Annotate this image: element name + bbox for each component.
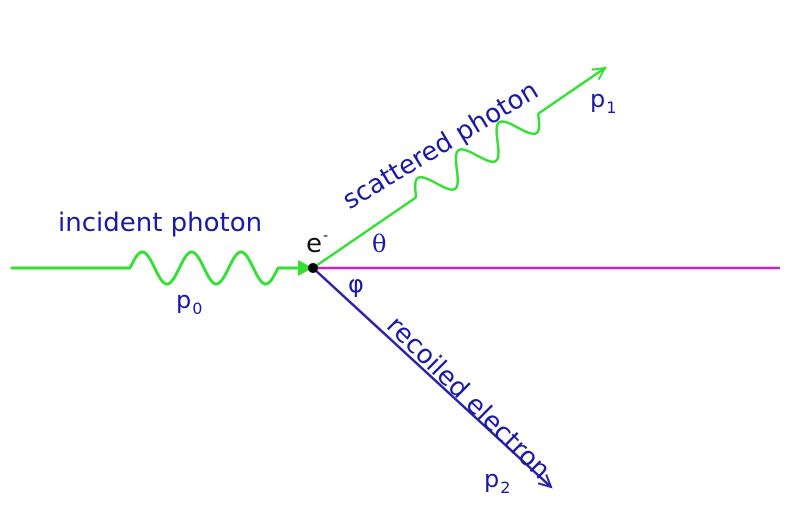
electron-symbol: e	[306, 229, 322, 259]
p0-subscript: 0	[192, 299, 203, 318]
p1-momentum-label: p1	[590, 87, 616, 116]
scattered-photon-wave	[311, 66, 607, 270]
incident-photon-wave	[10, 250, 302, 286]
recoiled-arrowhead	[537, 474, 553, 489]
p2-base: p	[484, 465, 500, 493]
electron-symbol-label: e-	[306, 229, 328, 257]
electron-vertex-dot	[308, 263, 318, 273]
phi-angle-label: φ	[348, 270, 364, 298]
recoiled-electron-line	[312, 267, 552, 488]
p2-subscript: 2	[500, 478, 511, 497]
p2-momentum-label: p2	[484, 467, 510, 496]
incident-photon-label: incident photon	[58, 208, 263, 238]
theta-angle-label: θ	[372, 230, 387, 258]
incident-arrowhead	[298, 260, 313, 276]
recoiled-electron-ray	[312, 267, 553, 489]
p0-base: p	[176, 286, 192, 314]
electron-charge-superscript: -	[323, 228, 329, 244]
p1-subscript: 1	[606, 98, 617, 117]
p0-momentum-label: p0	[176, 288, 202, 317]
incident-photon-ray	[10, 250, 313, 286]
p1-base: p	[590, 85, 606, 113]
scattered-arrowhead	[591, 66, 607, 81]
scattered-photon-ray	[311, 66, 607, 270]
